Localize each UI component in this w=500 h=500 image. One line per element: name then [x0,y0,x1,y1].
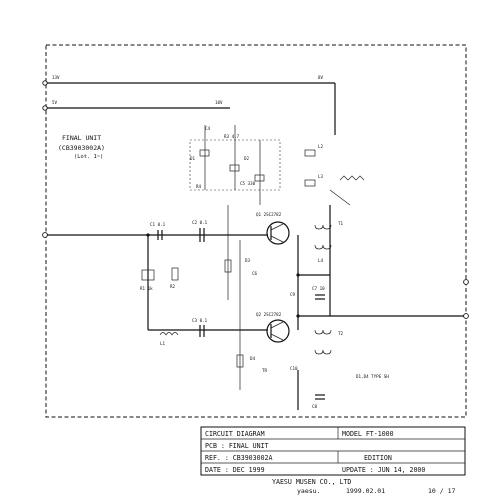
svg-text:C1 0.1: C1 0.1 [150,222,166,227]
net-label-10v: 10V [215,100,223,105]
input-network: C1 0.1 R1 1k L1 C2 0.1 C3 0.1 R2 [140,220,208,346]
svg-text:R1 1k: R1 1k [140,286,153,291]
company-label: YAESU MUSEN CO., LTD [272,478,351,486]
footer-stamp: 1999.02.01 [346,487,385,495]
svg-text:D1: D1 [190,156,196,161]
model-label: MODEL FT-1000 [342,430,394,438]
svg-text:T2: T2 [338,331,344,336]
svg-text:D4: D4 [250,356,256,361]
svg-text:C8: C8 [312,404,318,409]
svg-text:Q1 2SC2782: Q1 2SC2782 [256,212,282,217]
svg-text:C9: C9 [290,292,296,297]
svg-text:C3 0.1: C3 0.1 [192,318,208,323]
terminal-output [463,313,469,319]
svg-text:D3: D3 [245,258,251,263]
svg-text:L2: L2 [318,144,324,149]
edition-label: EDITION [364,454,392,462]
ref-label: REF. : CB3903002A [205,454,273,462]
supply-rails: 13V 5V 8V 10V [42,75,336,135]
unit-lot: (Lot. 1~) [74,154,103,160]
svg-text:C6: C6 [252,271,258,276]
svg-text:T1: T1 [338,221,344,226]
transistor-q2: Q2 2SC2782 [256,312,290,343]
transistor-q1: Q1 2SC2782 [256,212,290,245]
output-network: T1 T2 C7 10 C8 L2 L3 C9 L4 C10 [290,144,365,410]
svg-text:C7 10: C7 10 [312,286,325,291]
update-label: UPDATE : JUN 14, 2000 [342,466,425,474]
footer-page: 10 / 17 [428,487,455,495]
board-outline [45,44,467,418]
footer-brand: yaesu. [297,487,320,495]
svg-text:TR: TR [262,368,268,373]
svg-text:C4: C4 [205,126,211,131]
terminal-5v [42,105,48,111]
unit-part-number: (CB3903002A) [58,144,105,152]
signal-paths [42,205,469,331]
pcb-label: PCB : FINAL UNIT [205,442,269,450]
svg-text:L3: L3 [318,174,324,179]
terminal-input [42,232,48,238]
svg-text:C2 0.1: C2 0.1 [192,220,208,225]
svg-text:Q2 2SC2782: Q2 2SC2782 [256,312,282,317]
net-label-5v: 5V [52,100,58,105]
net-label-13v: 13V [52,75,60,80]
terminal-13v [42,80,48,86]
unit-name: FINAL UNIT [62,134,101,142]
title-block: CIRCUIT DIAGRAM MODEL FT-1000 PCB : FINA… [200,426,466,486]
svg-text:C5 330: C5 330 [240,181,256,186]
svg-text:R4: R4 [196,184,202,189]
svg-text:C10: C10 [290,366,298,371]
date-label: DATE : DEC 1999 [205,466,265,474]
terminal-aux [463,279,469,285]
circuit-label: CIRCUIT DIAGRAM [205,430,265,438]
side-note: D1,D4 TYPE SH [356,374,389,379]
svg-text:L1: L1 [160,341,166,346]
bias-network: C4 R3 4.7 D1 D2 C5 330 R4 D3 D4 C6 TR [189,125,281,390]
svg-text:D2: D2 [244,156,250,161]
svg-text:L4: L4 [318,258,324,263]
svg-text:R2: R2 [170,284,176,289]
net-label-8v: 8V [318,75,324,80]
svg-text:R3 4.7: R3 4.7 [224,134,240,139]
